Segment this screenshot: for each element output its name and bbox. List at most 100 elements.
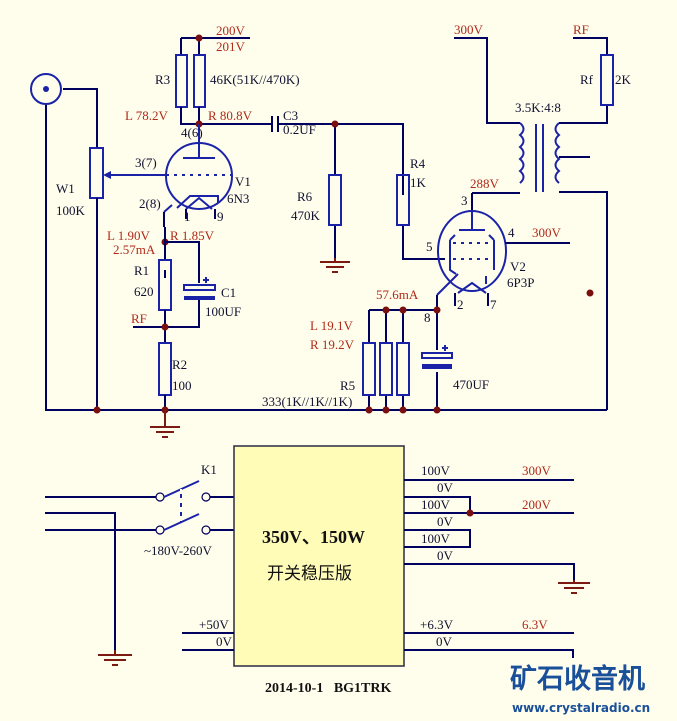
v2-type: 6P3P (507, 275, 534, 290)
output-supply: 300V (454, 22, 484, 37)
transformer-secondary-wire (559, 104, 608, 410)
v1-pin-anode: 4(6) (181, 125, 203, 140)
r3a-resistor (175, 54, 188, 108)
psu-output-wires (404, 479, 575, 580)
ground-symbol-icon (320, 258, 350, 273)
junction (399, 306, 407, 314)
ground-symbol-icon (98, 650, 132, 666)
r4-resistor (396, 174, 410, 226)
r5c-resistor (396, 342, 410, 396)
v2-cathode-capacitor (421, 345, 453, 369)
v1-name: V1 (235, 174, 251, 189)
r6-resistor (328, 174, 342, 226)
v2-pin-plate: 3 (461, 193, 468, 208)
junction (195, 34, 203, 42)
v2-pin-h2: 7 (490, 297, 497, 312)
r5a-resistor (362, 342, 376, 396)
v1-anode-right: R 80.8V (208, 108, 253, 123)
v1-pin-cathode: 2(8) (139, 196, 161, 211)
junction (466, 509, 474, 517)
coupling-wires (278, 123, 445, 260)
v2-pin-grid: 5 (426, 239, 433, 254)
v1-cathode-wire (164, 227, 200, 283)
r1-name: R1 (134, 263, 149, 278)
psu-out6-label: 0V (437, 548, 454, 563)
c1-value: 100UF (205, 304, 241, 319)
junction (382, 406, 390, 414)
psu-out3-label: 100V (421, 497, 451, 512)
output-transformer (518, 122, 561, 192)
v1-pins (163, 209, 216, 227)
v1-anode-left: L 78.2V (125, 108, 168, 123)
psu-subtitle: 开关稳压版 (267, 564, 352, 584)
watermark-title: 矿石收音机 (510, 663, 645, 695)
c3-capacitor (271, 116, 279, 132)
r6-name: R6 (297, 189, 313, 204)
junction (365, 406, 373, 414)
psu-title: 350V、150W (262, 527, 365, 547)
r4-value: 1K (410, 175, 427, 190)
v2-tube (436, 210, 507, 296)
v2-pin-h1: 2 (457, 297, 464, 312)
output-rf-label: RF (573, 22, 589, 37)
v1-tube (163, 124, 233, 213)
psu-out1-net: 300V (522, 463, 552, 478)
watermark-url: www.crystalradio.cn (512, 701, 650, 715)
aux-right-wires (404, 632, 574, 658)
psu-out3-net: 200V (522, 497, 552, 512)
ground-symbol-icon (150, 410, 180, 438)
r6-value: 470K (291, 208, 321, 223)
rf-resistor (600, 54, 614, 106)
aux-right-pos: +6.3V (420, 617, 454, 632)
r5-name: R5 (340, 378, 355, 393)
aux-left-zero: 0V (216, 634, 233, 649)
v2-cathode-left: L 19.1V (310, 318, 353, 333)
v1-heater-pin2: 9 (217, 209, 224, 224)
r3-value: 46K(51K//470K) (210, 72, 300, 87)
r5b-resistor (379, 342, 393, 396)
junction (586, 289, 594, 297)
rf-name: Rf (580, 72, 594, 87)
psu-out2-label: 0V (437, 480, 454, 495)
junction (331, 120, 339, 128)
aux-left-pos: +50V (199, 617, 229, 632)
v2-name: V2 (510, 259, 526, 274)
junction (161, 323, 169, 331)
input-jack (30, 73, 62, 105)
junction (399, 406, 407, 414)
v2-cap-value: 470UF (453, 377, 489, 392)
r2-name: R2 (172, 357, 187, 372)
transformer-ratio: 3.5K:4:8 (515, 100, 561, 115)
w1-name: W1 (56, 181, 75, 196)
r2-resistor (158, 342, 172, 396)
psu-out5-label: 100V (421, 531, 451, 546)
r1-resistor (158, 259, 172, 311)
rf-wire (573, 37, 608, 55)
aux-right-zero: 0V (436, 634, 453, 649)
v1-pin-grid: 3(7) (135, 155, 157, 170)
psu-module (233, 445, 405, 667)
w1-potentiometer (89, 147, 104, 199)
c3-value: 0.2UF (283, 122, 316, 137)
footer-date-author: 2014-10-1 BG1TRK (265, 681, 392, 696)
r1-value: 620 (134, 284, 154, 299)
ground-bus (45, 105, 607, 411)
ground-symbol-icon (558, 580, 590, 594)
v2-pin-cathode: 8 (424, 310, 431, 325)
r2-value: 100 (172, 378, 192, 393)
r4-name: R4 (410, 156, 426, 171)
c1-name: C1 (221, 285, 236, 300)
r3-name: R3 (155, 72, 170, 87)
r3b-resistor (193, 54, 206, 108)
v1-cathode-right: R 1.85V (170, 228, 215, 243)
c1-capacitor (183, 277, 216, 300)
v1-type: 6N3 (227, 191, 249, 206)
v2-pin-screen: 4 (508, 225, 515, 240)
v2-plate-voltage: 288V (470, 176, 500, 191)
junction (433, 406, 441, 414)
mains-wires (45, 496, 234, 653)
k1-switch[interactable] (155, 480, 211, 535)
k1-name: K1 (201, 462, 217, 477)
